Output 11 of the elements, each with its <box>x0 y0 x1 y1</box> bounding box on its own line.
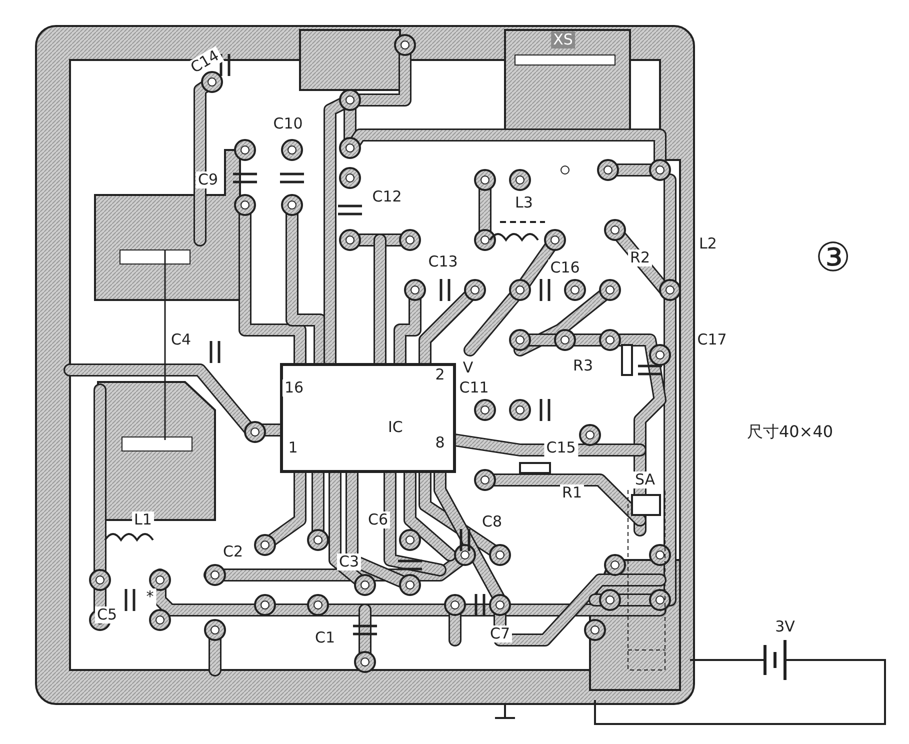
component-label: C3 <box>336 554 362 570</box>
component-label: 16 <box>282 380 306 396</box>
component-label: * <box>144 588 156 606</box>
component-label: C7 <box>488 626 512 642</box>
component-label: C15 <box>544 440 578 456</box>
ic-package-outline <box>280 363 456 473</box>
component-label: XS <box>551 32 575 48</box>
component-label: R2 <box>628 250 652 266</box>
component-label: IC <box>388 418 403 436</box>
component-label: SA <box>632 472 658 488</box>
component-label: C6 <box>366 512 390 528</box>
